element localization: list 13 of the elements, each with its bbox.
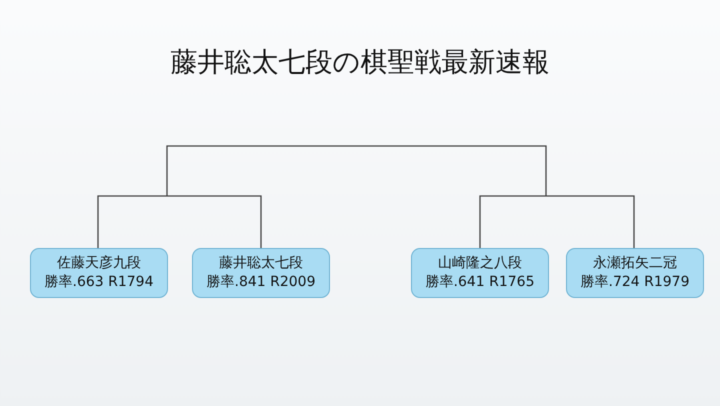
player-name: 山崎隆之八段 (438, 254, 522, 273)
title: 藤井聡太七段の棋聖戦最新速報 (170, 46, 550, 80)
player-name: 永瀬拓矢二冠 (593, 254, 677, 273)
player-name: 佐藤天彦九段 (57, 254, 141, 273)
player-box (192, 248, 330, 298)
player-stats: 勝率.724 R1979 (580, 273, 690, 292)
player-stats: 勝率.663 R1794 (44, 273, 154, 292)
player-box (566, 248, 704, 298)
player-stats: 勝率.641 R1765 (426, 273, 534, 292)
player-name: 藤井聡太七段 (219, 254, 303, 273)
player-stats: 勝率.841 R2009 (206, 273, 316, 292)
player-box (411, 248, 549, 298)
player-box (30, 248, 168, 298)
